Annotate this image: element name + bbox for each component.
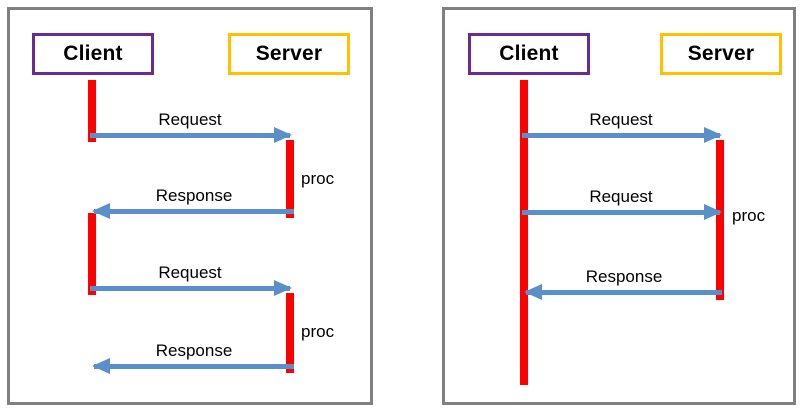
arrowhead-left-icon bbox=[92, 203, 110, 219]
message-label: Response bbox=[585, 267, 663, 286]
message-line bbox=[90, 133, 290, 138]
message-line bbox=[94, 364, 294, 369]
message-line bbox=[522, 133, 720, 138]
message-line bbox=[90, 286, 290, 291]
message-label: Response bbox=[155, 341, 233, 360]
arrowhead-left-icon bbox=[524, 284, 542, 300]
activation-bar-server-2-left bbox=[286, 293, 294, 373]
sequence-diagram-panel-right: Client Server Request Request Response p… bbox=[442, 7, 796, 405]
arrowhead-left-icon bbox=[92, 358, 110, 374]
message-response-2-left: Response bbox=[92, 339, 294, 374]
message-request-1-right: Request bbox=[522, 108, 722, 143]
message-request-2-right: Request bbox=[522, 185, 722, 220]
arrowhead-right-icon bbox=[704, 204, 722, 220]
message-line bbox=[526, 290, 722, 295]
activation-bar-client-1-left bbox=[88, 80, 96, 142]
message-response-1-left: Response bbox=[92, 184, 294, 219]
message-label: Response bbox=[155, 186, 233, 205]
participant-box-client-left: Client bbox=[32, 33, 154, 75]
activation-bar-client-2-left bbox=[88, 213, 96, 295]
activation-bar-server-right bbox=[716, 140, 724, 300]
sequence-diagram-panel-left: Client Server Request Response Request R… bbox=[7, 7, 373, 405]
arrowhead-right-icon bbox=[704, 127, 722, 143]
message-line bbox=[94, 209, 294, 214]
message-request-2-left: Request bbox=[90, 261, 292, 296]
proc-annotation-2-left: proc bbox=[301, 322, 335, 341]
activation-bar-server-1-left bbox=[286, 140, 294, 218]
arrowhead-right-icon bbox=[274, 280, 292, 296]
participant-box-server-left: Server bbox=[228, 33, 350, 75]
message-line bbox=[522, 210, 720, 215]
message-label: Request bbox=[589, 187, 653, 206]
proc-annotation-right: proc bbox=[732, 206, 766, 225]
message-label: Request bbox=[589, 110, 653, 129]
proc-annotation-1-left: proc bbox=[301, 169, 335, 188]
activation-bar-client-right bbox=[520, 80, 528, 385]
message-response-1-right: Response bbox=[524, 265, 722, 300]
message-request-1-left: Request bbox=[90, 108, 292, 143]
arrowhead-right-icon bbox=[274, 127, 292, 143]
message-label: Request bbox=[158, 263, 222, 282]
participant-box-client-right: Client bbox=[468, 33, 590, 75]
participant-box-server-right: Server bbox=[660, 33, 782, 75]
message-label: Request bbox=[158, 110, 222, 129]
